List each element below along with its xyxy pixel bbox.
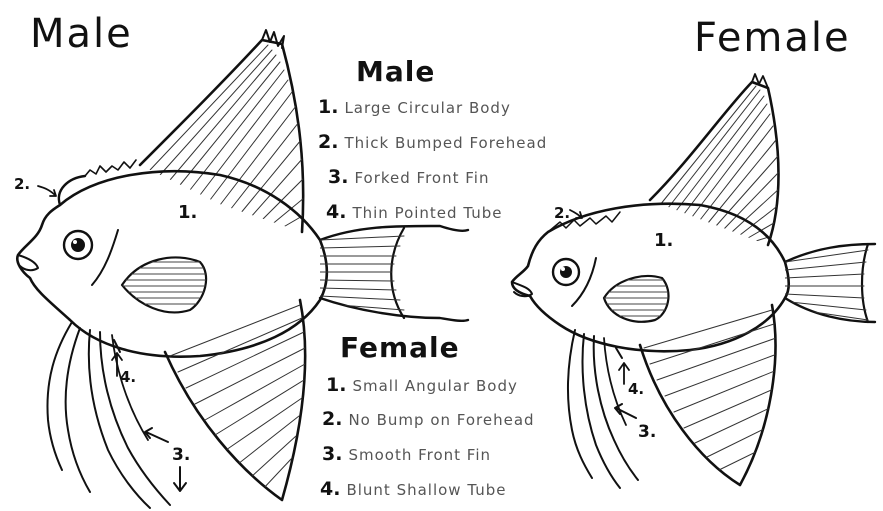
female-arrow-forehead <box>570 210 582 218</box>
male-legend-text: Forked Front Fin <box>354 169 489 187</box>
female-legend-num: 3. <box>322 443 342 465</box>
male-body-outline <box>17 171 326 356</box>
male-legend-num: 1. <box>318 96 338 118</box>
male-legend-item: 4. Thin Pointed Tube <box>326 201 502 223</box>
female-legend-text: Blunt Shallow Tube <box>346 481 506 499</box>
female-label-body: 1. <box>654 232 673 250</box>
male-legend-num: 4. <box>326 201 346 223</box>
female-legend-heading: Female <box>340 334 460 362</box>
female-legend-item: 3. Smooth Front Fin <box>322 443 491 465</box>
female-legend-item: 1. Small Angular Body <box>326 374 518 396</box>
male-arrow-down <box>174 467 186 491</box>
female-dorsal-fin <box>650 74 780 245</box>
female-legend-item: 4. Blunt Shallow Tube <box>320 478 506 500</box>
male-legend-item: 3. Forked Front Fin <box>328 166 489 188</box>
female-arrow-fin <box>615 404 636 418</box>
male-legend-text: Thick Bumped Forehead <box>344 134 547 152</box>
female-label-tube: 4. <box>628 382 644 397</box>
male-label-fin: 3. <box>172 447 190 464</box>
female-legend-num: 1. <box>326 374 346 396</box>
male-legend-text: Large Circular Body <box>344 99 510 117</box>
male-title: Male <box>30 14 133 54</box>
male-dorsal-fin <box>140 30 304 232</box>
female-legend-text: Smooth Front Fin <box>348 446 491 464</box>
female-legend-text: No Bump on Forehead <box>348 411 534 429</box>
male-legend-num: 3. <box>328 166 348 188</box>
male-label-body: 1. <box>178 204 197 222</box>
male-legend-num: 2. <box>318 131 338 153</box>
female-legend-text: Small Angular Body <box>352 377 517 395</box>
male-legend-item: 1. Large Circular Body <box>318 96 511 118</box>
female-label-fin: 3. <box>638 424 656 441</box>
male-legend-text: Thin Pointed Tube <box>352 204 502 222</box>
female-fish <box>512 74 875 488</box>
male-arrow-forehead <box>38 186 56 196</box>
female-legend-num: 4. <box>320 478 340 500</box>
male-legend-heading: Male <box>356 58 435 86</box>
male-label-forehead: 2. <box>14 177 30 192</box>
female-title: Female <box>694 18 851 58</box>
female-label-forehead: 2. <box>554 206 570 221</box>
male-legend-item: 2. Thick Bumped Forehead <box>318 131 547 153</box>
female-legend-item: 2. No Bump on Forehead <box>322 408 535 430</box>
male-label-tube: 4. <box>120 370 136 385</box>
female-legend-num: 2. <box>322 408 342 430</box>
